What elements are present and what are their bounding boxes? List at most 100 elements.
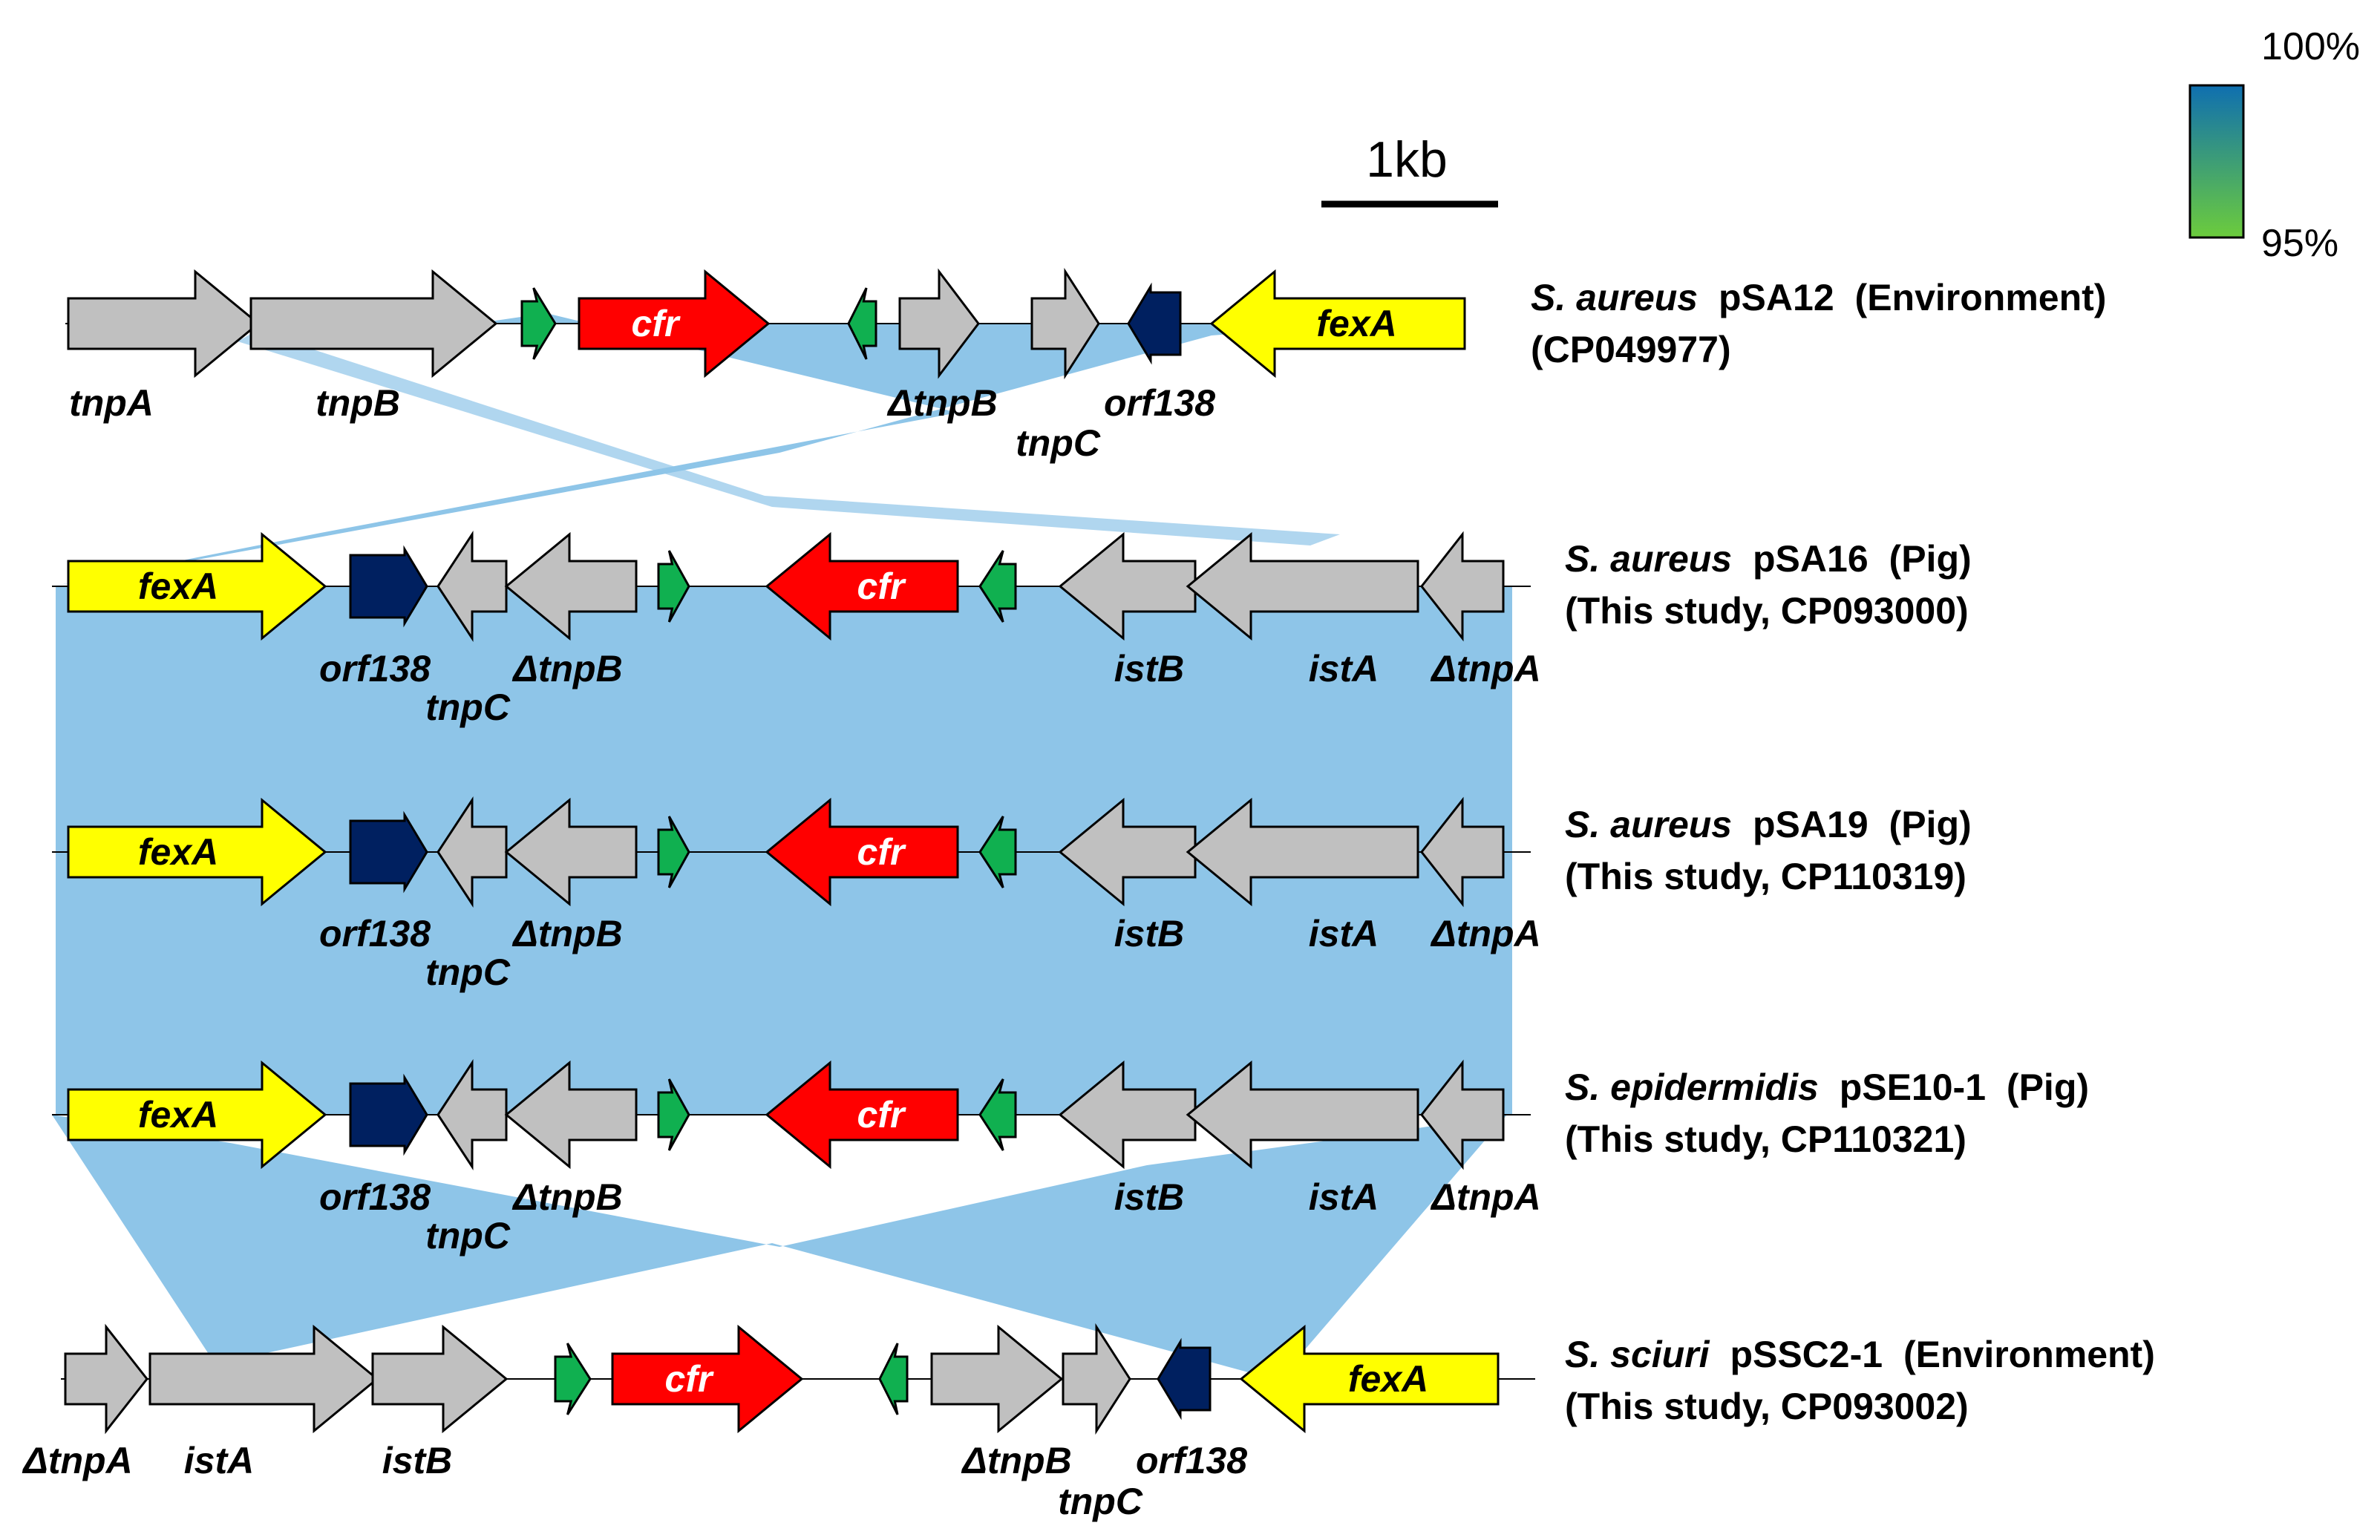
gene-orf138-arrow [1127, 282, 1182, 365]
gene-istB-arrow [1058, 531, 1197, 641]
gene-label-dtnpB: ΔtnpB [511, 648, 622, 689]
legend-min-label: 95% [2261, 222, 2338, 265]
gene-green2-arrow [978, 550, 1017, 623]
homology-link-1-2 [52, 313, 1459, 586]
track-4-species: S. epidermidis [1565, 1066, 1819, 1108]
gene-tnpB-arrow [249, 269, 498, 379]
gene-cfr-arrow [611, 1324, 804, 1434]
gene-label-dtnpA: ΔtnpA [1430, 648, 1540, 689]
gene-green1-arrow [657, 816, 690, 888]
gene-dtnpB-arrow [898, 268, 980, 379]
gene-dtnpB-arrow [504, 531, 638, 641]
gene-label-fexA: fexA [1348, 1358, 1428, 1400]
gene-green1-arrow [657, 550, 690, 623]
track-3-source: (Pig) [1889, 804, 1972, 845]
gene-label-orf138: orf138 [319, 1176, 431, 1218]
track-1-title: S. aureus pSA12 (Environment) [1531, 277, 2106, 318]
gene-tnpC-arrow [437, 530, 508, 643]
gene-green2-arrow [878, 1343, 909, 1415]
gene-label-cfr: cfr [857, 566, 906, 607]
gene-label-cfr: cfr [857, 1094, 906, 1136]
gene-orf138-arrow [349, 1073, 428, 1156]
gene-label-fexA: fexA [138, 831, 218, 873]
gene-fexA-arrow [67, 1060, 327, 1170]
track-4-title: S. epidermidis pSE10-1 (Pig) [1565, 1066, 2089, 1108]
gene-label-dtnpA: ΔtnpA [22, 1440, 132, 1481]
gene-label-dtnpA: ΔtnpA [1430, 913, 1540, 954]
gene-cfr-arrow [765, 1060, 959, 1170]
track-3-species: S. aureus [1565, 804, 1732, 845]
gene-tnpC-arrow [1030, 267, 1100, 380]
track-1-species: S. aureus [1531, 277, 1698, 318]
gene-label-dtnpB: ΔtnpB [961, 1440, 1071, 1481]
gene-label-fexA: fexA [138, 566, 218, 607]
gene-dtnpA-arrow [64, 1323, 148, 1435]
gene-label-istB: istB [1114, 913, 1184, 954]
track-3-title: S. aureus pSA19 (Pig) [1565, 804, 1972, 845]
gene-label-tnpC: tnpC [1058, 1481, 1143, 1522]
gene-istA-arrow [1186, 797, 1419, 907]
track-5-accession: (This study, CP093002) [1565, 1386, 1969, 1427]
gene-label-dtnpA: ΔtnpA [1430, 1176, 1540, 1218]
track-5-plasmid: pSSC2-1 [1730, 1334, 1883, 1375]
gene-cfr-arrow [765, 531, 959, 641]
gene-cfr-arrow [765, 797, 959, 907]
gene-fexA-arrow [1209, 269, 1466, 379]
gene-label-istA: istA [1309, 913, 1379, 954]
track-5-source: (Environment) [1903, 1334, 2155, 1375]
gene-label-dtnpB: ΔtnpB [511, 913, 622, 954]
track-1-source: (Environment) [1855, 277, 2107, 318]
homology-link-4-5 [52, 1115, 1507, 1380]
gene-tnpA-arrow [67, 269, 261, 379]
gene-fexA-arrow [67, 531, 327, 641]
gene-label-orf138: orf138 [1104, 382, 1215, 424]
gene-label-tnpC: tnpC [425, 1215, 511, 1256]
gene-green1-arrow [520, 287, 557, 360]
gene-label-tnpC: tnpC [425, 687, 511, 728]
gene-label-istA: istA [184, 1440, 254, 1481]
gene-label-orf138: orf138 [1136, 1440, 1247, 1481]
scale-bar-label: 1kb [1366, 131, 1448, 188]
gene-label-cfr: cfr [665, 1358, 714, 1400]
gene-label-tnpC: tnpC [425, 951, 511, 993]
gene-dtnpB-arrow [504, 1060, 638, 1170]
homology-link-1-2-istA [238, 331, 1340, 545]
gene-green1-arrow [554, 1343, 592, 1415]
gene-label-fexA: fexA [138, 1094, 218, 1136]
gene-dtnpB-arrow [930, 1324, 1064, 1434]
gene-label-istA: istA [1309, 1176, 1379, 1218]
track-2-plasmid: pSA16 [1753, 538, 1869, 580]
gene-istB-arrow [371, 1324, 509, 1434]
identity-gradient-bar [2188, 84, 2245, 239]
gene-label-tnpC: tnpC [1016, 422, 1101, 464]
gene-istA-arrow [1186, 1060, 1419, 1170]
track-2-source: (Pig) [1889, 538, 1972, 580]
gene-green1-arrow [657, 1078, 690, 1151]
gene-label-cfr: cfr [632, 303, 681, 344]
gene-label-istB: istB [382, 1440, 452, 1481]
track-4-source: (Pig) [2007, 1066, 2089, 1108]
gene-orf138-arrow [349, 810, 428, 894]
gene-istB-arrow [1058, 1060, 1197, 1170]
gene-dtnpB-arrow [504, 797, 638, 907]
track-4-plasmid: pSE10-1 [1840, 1066, 1986, 1108]
gene-label-tnpA: tnpA [69, 382, 154, 424]
gene-label-istB: istB [1114, 648, 1184, 689]
gene-dtnpA-arrow [1420, 1059, 1505, 1170]
gene-fexA-arrow [67, 797, 327, 907]
gene-cfr-arrow [578, 269, 771, 379]
gene-label-istA: istA [1309, 648, 1379, 689]
gene-label-dtnpB: ΔtnpB [511, 1176, 622, 1218]
track-2-species: S. aureus [1565, 538, 1732, 580]
track-3-accession: (This study, CP110319) [1565, 856, 1967, 897]
gene-istA-arrow [148, 1324, 379, 1434]
track-5-title: S. sciuri pSSC2-1 (Environment) [1565, 1334, 2155, 1375]
track-1-accession: (CP049977) [1531, 329, 1731, 370]
gene-dtnpA-arrow [1420, 531, 1505, 642]
gene-label-orf138: orf138 [319, 913, 431, 954]
gene-label-cfr: cfr [857, 831, 906, 873]
